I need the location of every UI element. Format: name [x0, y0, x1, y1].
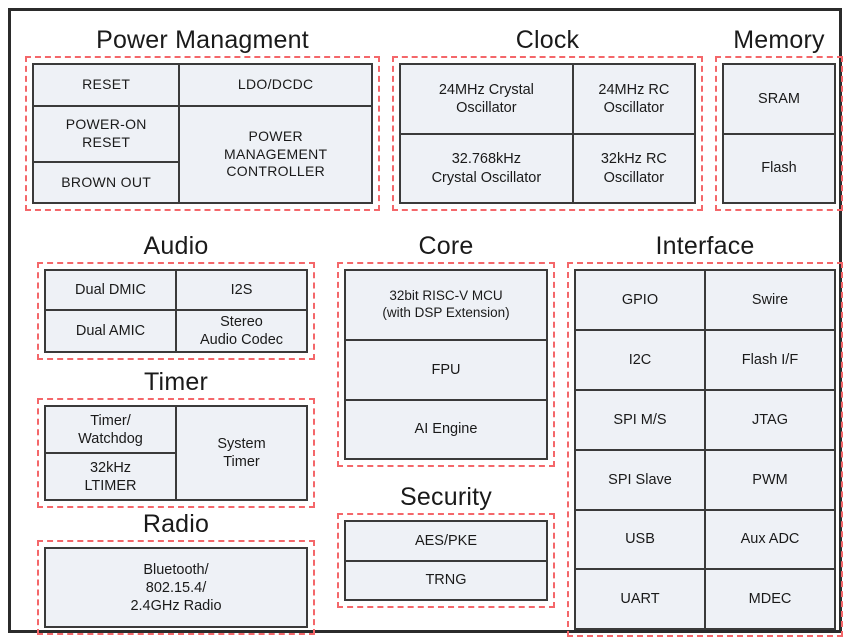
dashed-boundary-security: AES/PKE TRNG [337, 513, 555, 609]
block-24mhz-rc-oscillator[interactable]: 24MHz RC Oscillator [573, 65, 694, 133]
block-gpio[interactable]: GPIO [576, 271, 704, 330]
block-spi-slave[interactable]: SPI Slave [576, 450, 704, 509]
block-grid-timer: Timer/ Watchdog System Timer 32kHz LTIME… [44, 405, 308, 502]
group-memory: Memory SRAM Flash [715, 26, 843, 212]
group-timer: Timer Timer/ Watchdog System Timer 32kHz… [37, 368, 315, 509]
block-usb[interactable]: USB [576, 510, 704, 569]
block-spi-master-slave[interactable]: SPI M/S [576, 390, 704, 449]
block-aes-pke[interactable]: AES/PKE [346, 522, 546, 560]
dashed-boundary-audio: Dual DMIC I2S Dual AMIC Stereo Audio Cod… [37, 262, 315, 361]
block-brown-out[interactable]: BROWN OUT [34, 162, 179, 203]
dashed-boundary-clock: 24MHz Crystal Oscillator 24MHz RC Oscill… [392, 56, 703, 212]
block-trng[interactable]: TRNG [346, 561, 546, 600]
block-jtag[interactable]: JTAG [706, 390, 834, 449]
dashed-boundary-memory: SRAM Flash [715, 56, 843, 212]
dashed-boundary-timer: Timer/ Watchdog System Timer 32kHz LTIME… [37, 398, 315, 509]
block-dual-amic[interactable]: Dual AMIC [46, 311, 175, 352]
block-fpu[interactable]: FPU [346, 341, 546, 399]
group-title-clock: Clock [515, 26, 580, 54]
block-system-timer[interactable]: System Timer [177, 407, 306, 500]
group-title-memory: Memory [733, 26, 825, 54]
group-title-security: Security [400, 483, 492, 511]
block-32khz-rc-oscillator[interactable]: 32kHz RC Oscillator [573, 134, 694, 203]
block-grid-power-management: RESET LDO/DCDC POWER-ON RESET POWER MANA… [32, 63, 373, 205]
block-stereo-audio-codec[interactable]: Stereo Audio Codec [177, 311, 306, 352]
block-power-on-reset[interactable]: POWER-ON RESET [34, 106, 179, 161]
group-title-core: Core [418, 232, 474, 260]
block-flash[interactable]: Flash [724, 134, 834, 203]
dashed-boundary-interface: GPIO Swire I2C Flash I/F SPI M/S JTAG SP… [567, 262, 843, 638]
block-ldo-dcdc[interactable]: LDO/DCDC [180, 65, 371, 105]
block-i2s[interactable]: I2S [177, 271, 306, 309]
group-core: Core 32bit RISC-V MCU (with DSP Extensio… [337, 232, 555, 468]
group-power-management: Power Managment RESET LDO/DCDC POWER-ON … [25, 26, 380, 212]
block-sram[interactable]: SRAM [724, 65, 834, 133]
block-32768khz-crystal-oscillator[interactable]: 32.768kHz Crystal Oscillator [401, 134, 572, 203]
group-security: Security AES/PKE TRNG [337, 483, 555, 609]
block-dual-dmic[interactable]: Dual DMIC [46, 271, 175, 309]
soc-diagram-frame: Power Managment RESET LDO/DCDC POWER-ON … [8, 8, 843, 638]
group-interface: Interface GPIO Swire I2C Flash I/F SPI M… [567, 232, 843, 638]
group-audio: Audio Dual DMIC I2S Dual AMIC Stereo Aud… [37, 232, 315, 361]
block-i2c[interactable]: I2C [576, 331, 704, 389]
dashed-boundary-core: 32bit RISC-V MCU (with DSP Extension) FP… [337, 262, 555, 468]
block-swire[interactable]: Swire [706, 271, 834, 330]
group-title-radio: Radio [142, 510, 210, 538]
block-uart[interactable]: UART [576, 570, 704, 629]
block-grid-audio: Dual DMIC I2S Dual AMIC Stereo Audio Cod… [44, 269, 308, 354]
block-reset[interactable]: RESET [34, 65, 179, 105]
block-pwm[interactable]: PWM [706, 450, 834, 509]
dashed-boundary-power-management: RESET LDO/DCDC POWER-ON RESET POWER MANA… [25, 56, 380, 212]
group-title-audio: Audio [143, 232, 209, 260]
block-grid-interface: GPIO Swire I2C Flash I/F SPI M/S JTAG SP… [574, 269, 836, 631]
block-32khz-ltimer[interactable]: 32kHz LTIMER [46, 454, 175, 500]
group-clock: Clock 24MHz Crystal Oscillator 24MHz RC … [392, 26, 703, 212]
block-power-management-controller[interactable]: POWER MANAGEMENT CONTROLLER [180, 106, 371, 203]
group-radio: Radio Bluetooth/ 802.15.4/ 2.4GHz Radio [37, 510, 315, 636]
block-mdec[interactable]: MDEC [706, 570, 834, 629]
block-32bit-riscv-mcu[interactable]: 32bit RISC-V MCU (with DSP Extension) [346, 271, 546, 340]
dashed-boundary-radio: Bluetooth/ 802.15.4/ 2.4GHz Radio [37, 540, 315, 636]
block-timer-watchdog[interactable]: Timer/ Watchdog [46, 407, 175, 453]
block-grid-memory: SRAM Flash [722, 63, 836, 205]
block-grid-radio: Bluetooth/ 802.15.4/ 2.4GHz Radio [44, 547, 308, 629]
block-flash-if[interactable]: Flash I/F [706, 331, 834, 389]
group-title-timer: Timer [144, 368, 208, 396]
block-grid-core: 32bit RISC-V MCU (with DSP Extension) FP… [344, 269, 548, 461]
block-grid-security: AES/PKE TRNG [344, 520, 548, 602]
block-aux-adc[interactable]: Aux ADC [706, 510, 834, 569]
block-bluetooth-802154-24ghz-radio[interactable]: Bluetooth/ 802.15.4/ 2.4GHz Radio [46, 549, 306, 627]
block-24mhz-crystal-oscillator[interactable]: 24MHz Crystal Oscillator [401, 65, 572, 133]
group-title-power-management: Power Managment [96, 26, 309, 54]
group-title-interface: Interface [655, 232, 755, 260]
block-grid-clock: 24MHz Crystal Oscillator 24MHz RC Oscill… [399, 63, 696, 205]
block-ai-engine[interactable]: AI Engine [346, 400, 546, 459]
